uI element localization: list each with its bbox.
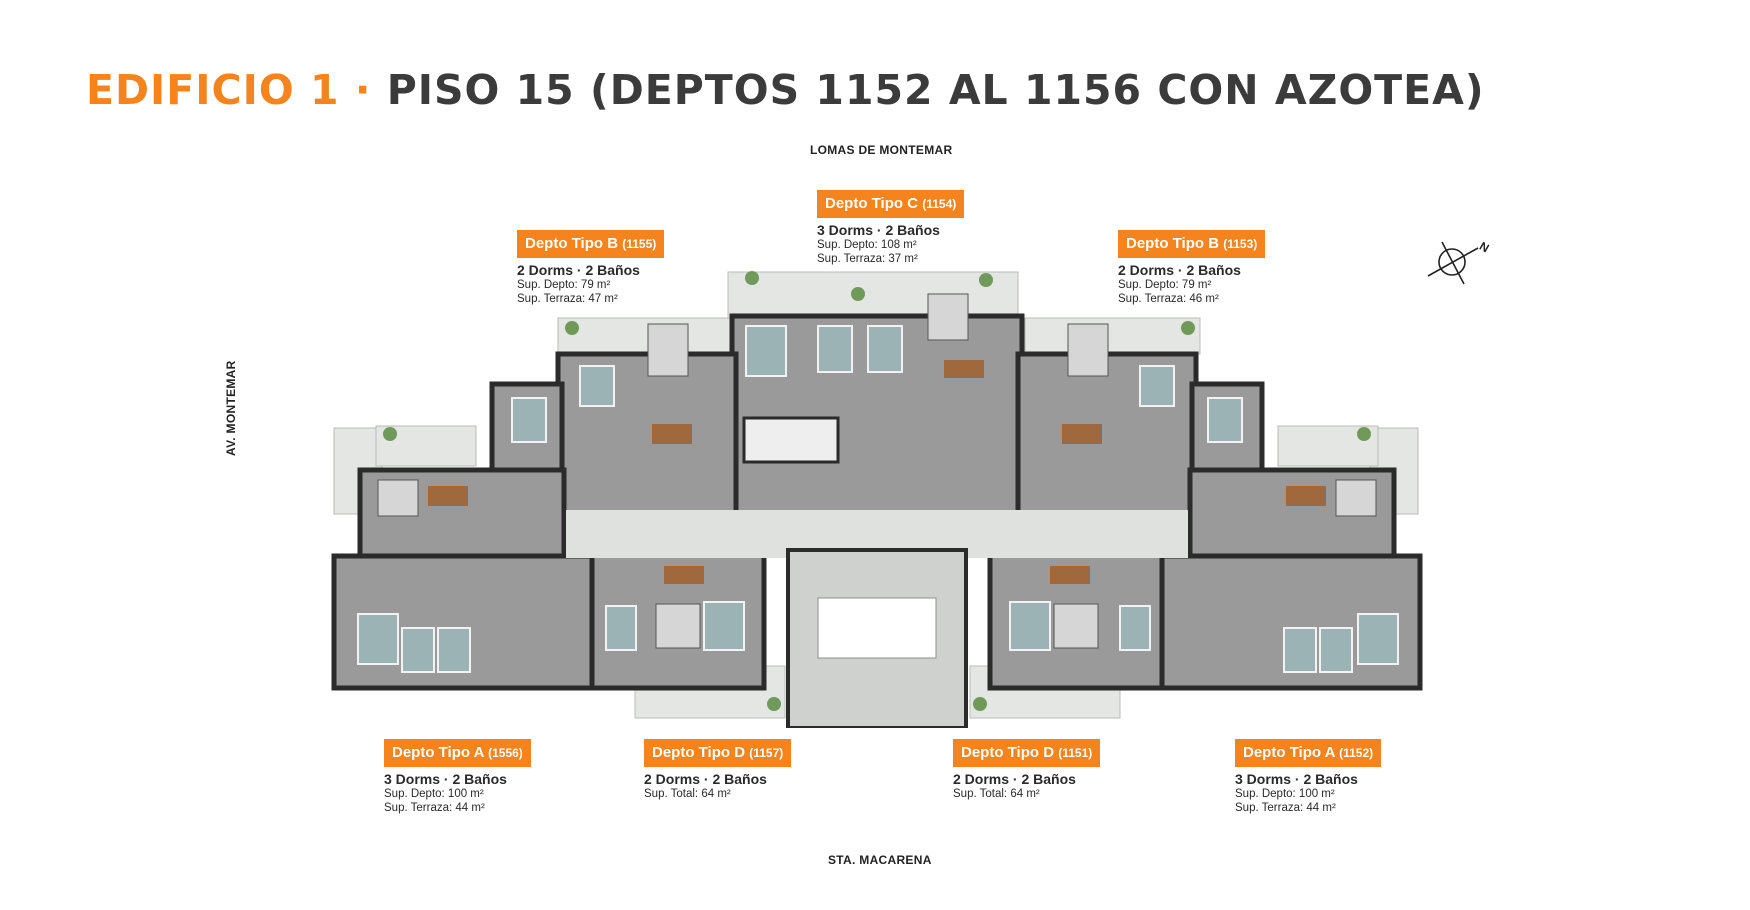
unit-type: Depto Tipo B: [1126, 235, 1220, 252]
unit-number: (1152): [1339, 746, 1374, 760]
unit-area: Sup. Depto: 100 m²: [384, 788, 484, 800]
unit-area: Sup. Total: 64 m²: [644, 788, 731, 800]
unit-rooms: 2 Dorms · 2 Baños: [1118, 262, 1241, 278]
compass-letter: N: [1477, 239, 1492, 255]
unit-area: Sup. Terraza: 46 m²: [1118, 293, 1219, 305]
unit-area: Sup. Total: 64 m²: [953, 788, 1040, 800]
unit-badge: Depto Tipo C (1154): [817, 190, 965, 218]
unit-badge: Depto Tipo B (1155): [517, 230, 665, 258]
unit-rooms: 2 Dorms · 2 Baños: [517, 262, 640, 278]
plants: [383, 271, 1371, 711]
unit-area: Sup. Depto: 100 m²: [1235, 788, 1335, 800]
street-label-north: LOMAS DE MONTEMAR: [810, 143, 953, 157]
unit-badge: Depto Tipo A (1152): [1235, 739, 1382, 767]
unit-rooms: 2 Dorms · 2 Baños: [953, 771, 1076, 787]
building-title: EDIFICIO 1 ·: [86, 66, 387, 114]
unit-label-1153: Depto Tipo B (1153) 2 Dorms · 2 Baños Su…: [1118, 230, 1266, 306]
unit-type: Depto Tipo B: [525, 235, 619, 252]
unit-rooms: 3 Dorms · 2 Baños: [1235, 771, 1358, 787]
north-arrow-icon: N: [1427, 239, 1492, 285]
unit-label-1155: Depto Tipo B (1155) 2 Dorms · 2 Baños Su…: [517, 230, 665, 306]
common-areas: [566, 416, 1188, 728]
floor-plan: [331, 271, 1423, 728]
unit-badge: Depto Tipo A (1556): [384, 739, 531, 767]
unit-area: Sup. Depto: 108 m²: [817, 239, 917, 251]
unit-label-1556: Depto Tipo A (1556) 3 Dorms · 2 Baños Su…: [384, 739, 531, 815]
unit-type: Depto Tipo A: [1243, 744, 1335, 761]
unit-type: Depto Tipo D: [961, 744, 1055, 761]
dining-tables: [428, 360, 1326, 584]
street-label-south: STA. MACARENA: [828, 853, 932, 867]
unit-number: (1153): [1223, 237, 1258, 251]
unit-area: Sup. Terraza: 47 m²: [517, 293, 618, 305]
unit-label-1152: Depto Tipo A (1152) 3 Dorms · 2 Baños Su…: [1235, 739, 1382, 815]
unit-area: Sup. Terraza: 44 m²: [384, 802, 485, 814]
unit-number: (1155): [622, 237, 657, 251]
unit-label-1157: Depto Tipo D (1157) 2 Dorms · 2 Baños Su…: [644, 739, 792, 801]
unit-type: Depto Tipo A: [392, 744, 484, 761]
unit-number: (1151): [1058, 746, 1093, 760]
unit-area: Sup. Terraza: 37 m²: [817, 253, 918, 265]
unit-area: Sup. Depto: 79 m²: [1118, 279, 1212, 291]
unit-badge: Depto Tipo D (1157): [644, 739, 792, 767]
unit-badge: Depto Tipo D (1151): [953, 739, 1101, 767]
unit-area: Sup. Depto: 79 m²: [517, 279, 611, 291]
unit-rooms: 3 Dorms · 2 Baños: [384, 771, 507, 787]
unit-badge: Depto Tipo B (1153): [1118, 230, 1266, 258]
unit-label-1154: Depto Tipo C (1154) 3 Dorms · 2 Baños Su…: [817, 190, 965, 266]
unit-number: (1556): [488, 746, 523, 760]
unit-number: (1157): [749, 746, 784, 760]
unit-number: (1154): [922, 197, 957, 211]
beds: [357, 325, 1399, 673]
page-title: EDIFICIO 1 · PISO 15 (DEPTOS 1152 AL 115…: [86, 66, 1485, 114]
unit-type: Depto Tipo D: [652, 744, 746, 761]
unit-area: Sup. Terraza: 44 m²: [1235, 802, 1336, 814]
unit-label-1151: Depto Tipo D (1151) 2 Dorms · 2 Baños Su…: [953, 739, 1101, 801]
street-label-west: AV. MONTEMAR: [224, 360, 238, 456]
unit-rooms: 3 Dorms · 2 Baños: [817, 222, 940, 238]
unit-type: Depto Tipo C: [825, 195, 919, 212]
floor-title: PISO 15 (DEPTOS 1152 AL 1156 CON AZOTEA): [386, 66, 1485, 114]
unit-rooms: 2 Dorms · 2 Baños: [644, 771, 767, 787]
rugs: [377, 293, 1377, 649]
